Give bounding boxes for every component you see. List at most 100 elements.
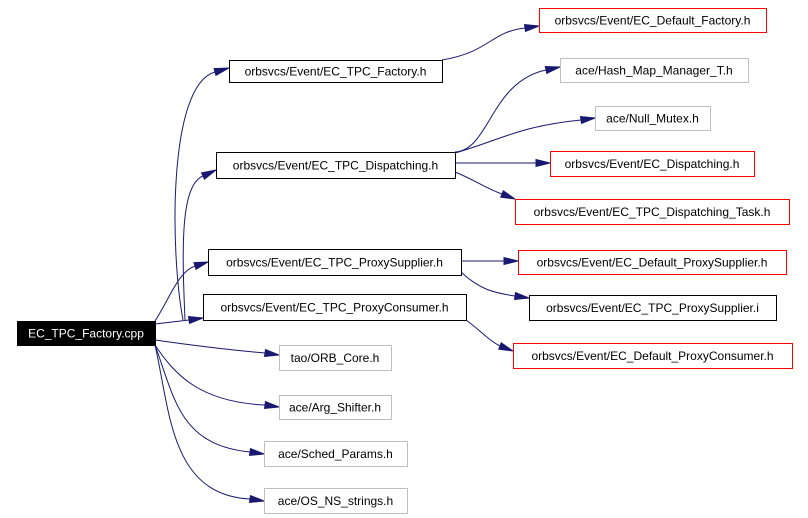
edge-line — [182, 175, 204, 321]
arrowhead-icon — [523, 23, 540, 33]
node-label: orbsvcs/Event/EC_Dispatching.h — [565, 157, 740, 171]
edge-root-to-proxysupplier_h — [154, 261, 209, 322]
edge-line — [454, 171, 503, 195]
edge-proxyconsumer_h-to-default_proxyconsumer — [465, 319, 514, 352]
node-box — [264, 441, 408, 467]
node-box — [279, 345, 392, 371]
edge-dispatching_h-to-ec_dispatching — [455, 158, 551, 168]
node-dispatching-task[interactable]: orbsvcs/Event/EC_TPC_Dispatching_Task.h — [515, 199, 790, 225]
edge-root-to-factory_h — [174, 67, 230, 321]
node-default-proxysupplier[interactable]: orbsvcs/Event/EC_Default_ProxySupplier.h — [518, 250, 787, 275]
arrowhead-icon — [248, 494, 265, 504]
edges-layer — [154, 23, 596, 504]
arrowhead-icon — [544, 66, 561, 75]
node-os-ns-strings[interactable]: ace/OS_NS_strings.h — [264, 488, 408, 514]
node-box — [264, 488, 408, 514]
edge-root-to-dispatching_h — [182, 169, 217, 321]
edge-factory_h-to-default_factory_h — [441, 23, 540, 61]
node-orb-core[interactable]: tao/ORB_Core.h — [279, 345, 392, 371]
node-box — [279, 395, 392, 420]
node-label: orbsvcs/Event/EC_TPC_ProxySupplier.i — [546, 301, 759, 315]
arrowhead-icon — [498, 341, 514, 352]
node-label: ace/OS_NS_strings.h — [278, 494, 393, 508]
arrowhead-icon — [248, 447, 265, 457]
node-box — [560, 58, 749, 83]
node-hash-map[interactable]: ace/Hash_Map_Manager_T.h — [560, 58, 749, 83]
edge-line — [154, 344, 266, 406]
edge-proxysupplier_h-to-proxysupplier_i — [460, 271, 530, 301]
node-box — [216, 152, 456, 179]
node-label: orbsvcs/Event/EC_Default_ProxySupplier.h — [537, 256, 768, 270]
edge-line — [454, 69, 547, 153]
arrowhead-icon — [263, 400, 280, 410]
arrowhead-icon — [500, 189, 516, 200]
edge-proxysupplier_h-to-default_proxysupplier — [461, 256, 519, 266]
node-box — [539, 8, 767, 33]
node-label: orbsvcs/Event/EC_TPC_Dispatching_Task.h — [534, 205, 771, 219]
node-box — [518, 250, 787, 275]
node-proxysupplier-h[interactable]: orbsvcs/Event/EC_TPC_ProxySupplier.h — [208, 249, 462, 276]
edge-line — [154, 344, 251, 500]
edge-line — [154, 319, 190, 325]
edge-line — [460, 271, 516, 297]
arrowhead-icon — [513, 291, 530, 301]
edge-line — [465, 319, 501, 347]
node-box — [595, 106, 711, 131]
node-box — [513, 343, 793, 369]
arrowhead-icon — [187, 315, 204, 325]
node-label: orbsvcs/Event/EC_TPC_Factory.h — [245, 65, 427, 79]
node-default-proxyconsumer[interactable]: orbsvcs/Event/EC_Default_ProxyConsumer.h — [513, 343, 793, 369]
node-label: tao/ORB_Core.h — [291, 351, 380, 365]
node-box — [203, 294, 467, 321]
node-box — [208, 249, 462, 276]
edge-root-to-arg_shifter — [154, 344, 280, 410]
edge-line — [154, 339, 266, 354]
edge-dispatching_h-to-null_mutex — [454, 115, 596, 154]
arrowhead-icon — [193, 261, 209, 271]
node-sched-params[interactable]: ace/Sched_Params.h — [264, 441, 408, 467]
node-default-factory-h[interactable]: orbsvcs/Event/EC_Default_Factory.h — [539, 8, 767, 33]
node-label: ace/Hash_Map_Manager_T.h — [575, 64, 732, 78]
node-box — [515, 199, 790, 225]
node-box — [550, 151, 755, 177]
node-label: ace/Sched_Params.h — [278, 447, 393, 461]
edge-root-to-proxyconsumer_h — [154, 315, 204, 325]
arrowhead-icon — [579, 115, 596, 125]
edge-line — [454, 119, 582, 154]
arrowhead-icon — [200, 169, 217, 180]
arrowhead-icon — [535, 158, 551, 168]
nodes-layer: EC_TPC_Factory.cpp orbsvcs/Event/EC_TPC_F… — [17, 8, 793, 514]
edge-dispatching_h-to-dispatching_task — [454, 171, 516, 200]
node-arg-shifter[interactable]: ace/Arg_Shifter.h — [279, 395, 392, 420]
arrowhead-icon — [263, 348, 280, 358]
edge-root-to-sched_params — [154, 344, 265, 457]
edge-line — [154, 265, 196, 322]
node-label: orbsvcs/Event/EC_TPC_Dispatching.h — [233, 159, 438, 173]
node-label: EC_TPC_Factory.cpp — [28, 327, 144, 341]
edge-line — [174, 71, 216, 321]
node-root[interactable]: EC_TPC_Factory.cpp — [17, 321, 156, 346]
node-null-mutex[interactable]: ace/Null_Mutex.h — [595, 106, 711, 131]
node-label: orbsvcs/Event/EC_Default_Factory.h — [555, 14, 751, 28]
node-label: orbsvcs/Event/EC_TPC_ProxyConsumer.h — [220, 301, 448, 315]
node-proxyconsumer-h[interactable]: orbsvcs/Event/EC_TPC_ProxyConsumer.h — [203, 294, 467, 321]
edge-line — [154, 344, 251, 453]
arrowhead-icon — [213, 67, 230, 77]
node-proxysupplier-i[interactable]: orbsvcs/Event/EC_TPC_ProxySupplier.i — [529, 295, 777, 321]
node-label: orbsvcs/Event/EC_Default_ProxyConsumer.h — [531, 349, 773, 363]
node-box — [529, 295, 777, 321]
edge-root-to-orb_core — [154, 339, 280, 358]
edge-line — [441, 27, 526, 61]
node-label: ace/Arg_Shifter.h — [289, 401, 381, 415]
edge-root-to-os_ns_strings — [154, 344, 265, 504]
node-box — [17, 321, 156, 346]
node-factory-h[interactable]: orbsvcs/Event/EC_TPC_Factory.h — [229, 60, 443, 83]
node-label: orbsvcs/Event/EC_TPC_ProxySupplier.h — [226, 256, 443, 270]
node-ec-dispatching[interactable]: orbsvcs/Event/EC_Dispatching.h — [550, 151, 755, 177]
edge-dispatching_h-to-hash_map — [454, 66, 561, 153]
arrowhead-icon — [503, 256, 519, 266]
node-label: ace/Null_Mutex.h — [606, 112, 699, 126]
node-dispatching-h[interactable]: orbsvcs/Event/EC_TPC_Dispatching.h — [216, 152, 456, 179]
node-box — [229, 60, 443, 83]
